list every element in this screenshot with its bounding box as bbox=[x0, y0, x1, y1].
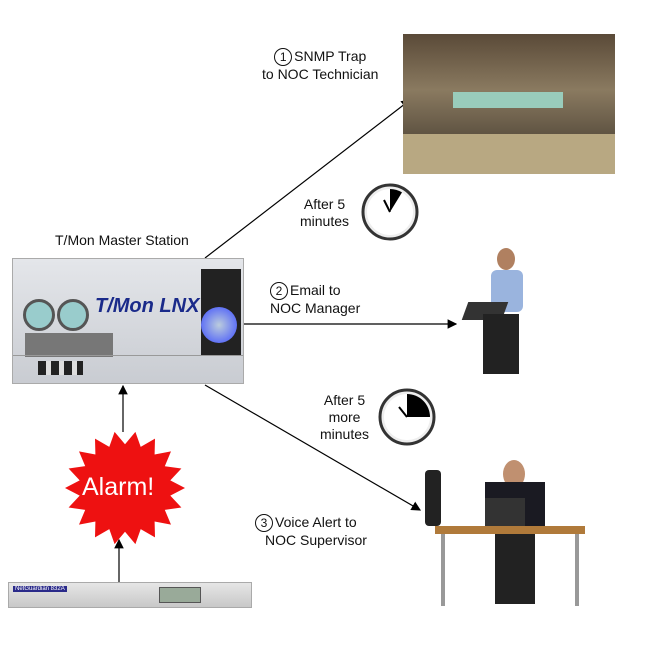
noc-manager-figure bbox=[461, 248, 543, 388]
step3-line2: NOC Supervisor bbox=[265, 532, 367, 548]
step2-line1: Email to bbox=[290, 282, 341, 298]
alarm-text: Alarm! bbox=[82, 473, 155, 501]
delay2-line2: more bbox=[328, 409, 361, 425]
delay1-line2: minutes bbox=[300, 213, 350, 229]
step-number: 1 bbox=[274, 48, 293, 66]
clock-icon bbox=[378, 388, 436, 446]
alarm-starburst bbox=[65, 431, 185, 545]
step3-line1: Voice Alert to bbox=[275, 514, 357, 530]
tmon-master-station-image: T/Mon LNX bbox=[12, 258, 244, 384]
netguardian-label: NetGuardian 832A bbox=[13, 586, 67, 592]
delay2-line3: minutes bbox=[320, 426, 370, 442]
step-number: 2 bbox=[270, 282, 288, 300]
delay2-line1: After 5 bbox=[323, 392, 366, 408]
noc-room-photo bbox=[403, 34, 615, 174]
arrow-to-supervisor bbox=[204, 384, 422, 511]
noc-supervisor-figure bbox=[425, 460, 585, 615]
step1-line2: to NOC Technician bbox=[262, 66, 379, 82]
delay1-line1: After 5 bbox=[303, 196, 346, 212]
step2-line2: NOC Manager bbox=[270, 300, 361, 316]
clock-icon bbox=[361, 183, 419, 241]
netguardian-image: NetGuardian 832A bbox=[8, 582, 252, 608]
arrow-to-noc bbox=[204, 99, 411, 259]
tmon-logo: T/Mon LNX bbox=[95, 295, 200, 317]
step1-line1: SNMP Trap bbox=[294, 48, 367, 64]
phone-icon bbox=[425, 470, 441, 526]
step-number: 3 bbox=[255, 514, 273, 532]
master-station-label: T/Mon Master Station bbox=[55, 232, 189, 248]
